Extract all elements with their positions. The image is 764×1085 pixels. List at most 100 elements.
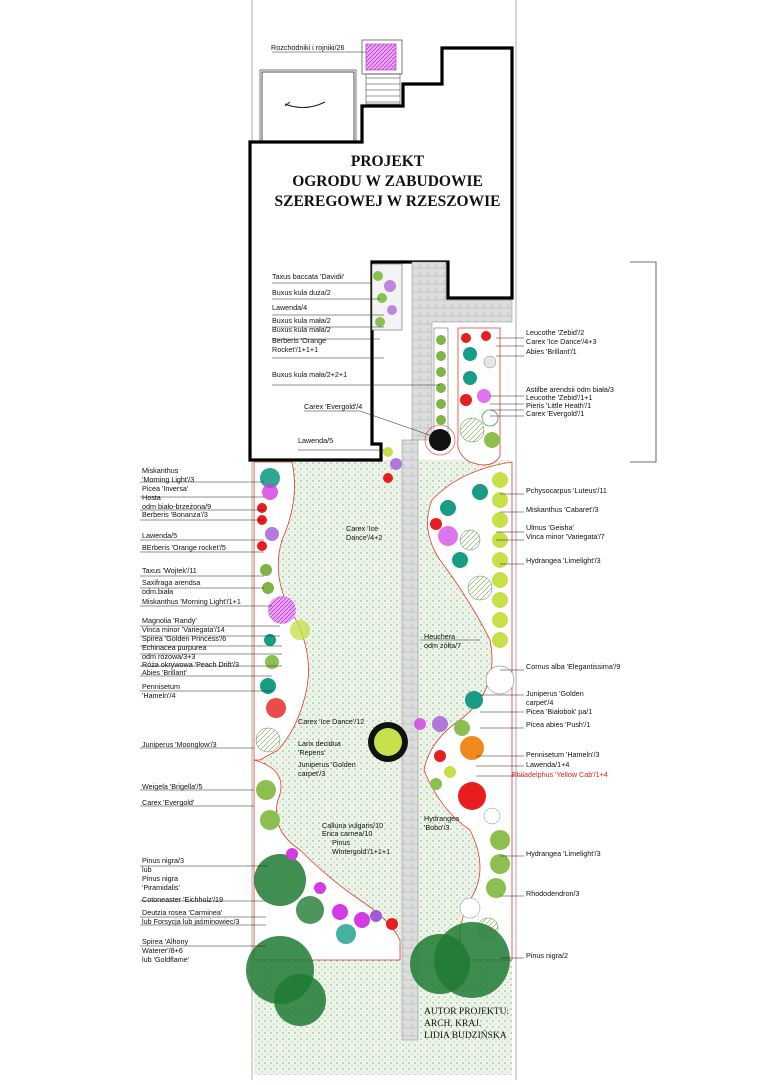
- larix-circle: [368, 718, 426, 762]
- label-ulmus: Ulmus 'Geisha': [526, 523, 574, 532]
- label-saxifraga-b: odm.biała: [142, 587, 174, 596]
- label-echinacea-b: odm różowa/3+3: [142, 652, 196, 661]
- label-berberis-or-5: BErberis 'Orange rocket'/5: [142, 543, 226, 552]
- label-pennisetum-r: Pennisetum 'Hameln'/3: [526, 750, 600, 759]
- label-heuchera-a: Heuchera: [424, 632, 456, 641]
- label-pinus-wg-b: Wintergold'/1+1+1: [332, 847, 391, 856]
- label-berberis-orange-a: Berberis 'Orange: [272, 336, 327, 345]
- label-spirea-alh-c: lub 'Goldflame': [142, 955, 190, 964]
- label-carex-ice-42-b: Dance'/4+2: [346, 533, 383, 542]
- title-line-2: OGRODU W ZABUDOWIE: [292, 173, 483, 190]
- label-cotoneaster: Cotoneaster 'Eichholz'/19: [142, 895, 224, 904]
- label-pinus-nigra-b: Pinus nigra: [142, 874, 178, 883]
- label-berberis-bonanza: Berberis 'Bonanza'/3: [142, 510, 208, 519]
- label-buxus-mala-221: Buxus kula mała/2+2+1: [272, 370, 348, 379]
- leader-lines: [140, 51, 524, 959]
- label-juniperus-moonglow: Juniperus 'Moonglow'/3: [142, 740, 217, 749]
- label-buxus-mala-b: Buxus kula mała/2: [272, 325, 331, 334]
- label-picea-bialobok: Picea 'Białobok' pa/1: [526, 707, 593, 716]
- label-spirea-gp: Spirea 'Golden Princess'/6: [142, 634, 227, 643]
- label-pennisetum-l-a: Pennisetum: [142, 682, 180, 691]
- project-title: PROJEKT OGRODU W ZABUDOWIE SZEREGOWEJ W …: [255, 152, 520, 212]
- label-abies-brillant-l: Abies 'Brillant': [142, 668, 187, 677]
- label-picea-push: Picea abies 'Push'/1: [526, 720, 591, 729]
- label-lawenda-14: Lawenda/1+4: [526, 760, 570, 769]
- label-rhododendron: Rhododendron/3: [526, 889, 580, 898]
- label-vinca-14: Vinca minor 'Variegata'/14: [142, 625, 225, 634]
- terrace-edge-bed: [433, 327, 449, 439]
- label-carex-ice-12: Carex 'Ice Dance'/12: [298, 717, 365, 726]
- label-miskanthus-ml-a: Miskanthus: [142, 466, 179, 475]
- author-block: AUTOR PROJEKTU: ARCH. KRAJ. LIDIA BUDZIŃ…: [424, 1006, 514, 1042]
- label-hydrangea-bobo-a: Hydrangea: [424, 814, 460, 823]
- label-magnolia: Magnolia 'Randy': [142, 616, 197, 625]
- author-line-1: AUTOR PROJEKTU:: [424, 1007, 510, 1017]
- title-line-3: SZEREGOWEJ W RZESZOWIE: [274, 193, 501, 210]
- label-leucothe-zebid-2: Leucothe 'Zebid'/2: [526, 328, 585, 337]
- label-abies-brillant-1: Abies 'Brillant'/1: [526, 347, 577, 356]
- label-pennisetum-l-b: 'Hameln'/4: [142, 691, 176, 700]
- label-heuchera-b: odm żółta/7: [424, 641, 462, 650]
- label-hosta-b: odm biało-brzeżona/9: [142, 502, 212, 511]
- label-pinus-nigra-3: Pinus nigra/3: [142, 856, 184, 865]
- author-line-3: LIDIA BUDZIŃSKA: [424, 1031, 507, 1041]
- label-hosta-a: Hosta: [142, 493, 161, 502]
- label-physocarpus: Pchysocarpus 'Luteus'/11: [526, 486, 607, 495]
- author-line-2: ARCH. KRAJ.: [424, 1019, 482, 1029]
- label-taxus-wojtek: Taxus 'Wojtek'/11: [142, 566, 197, 575]
- label-lawenda-5a: Lawenda/5: [298, 436, 334, 445]
- label-carex-evergold-l: Carex 'Evergold': [142, 798, 195, 807]
- label-piramidalis: 'Piramidalis': [142, 883, 180, 892]
- path-corner-plants: [383, 424, 456, 483]
- label-leucothe-zebid-11: Leucothe 'Zebid'/1+1: [526, 393, 593, 402]
- terrace-paving: [411, 261, 513, 441]
- label-lub: lub: [142, 865, 152, 874]
- label-juniperus-gc-c-a: Juniperus 'Golden: [298, 760, 356, 769]
- label-miskanthus-ml-11: Miskanthus 'Morning Light'/1+1: [142, 597, 241, 606]
- label-juniperus-gc-c-b: carpet'/3: [298, 769, 326, 778]
- right-main-bed-plants: [430, 472, 515, 939]
- right-upper-bed-plants: [459, 331, 500, 448]
- pinus-nigra-groups: [246, 922, 510, 1026]
- label-carex-evergold-1: Carex 'Evergold'/1: [526, 409, 585, 418]
- label-roza: Róża okrywowa 'Peach Drift'/3: [142, 660, 240, 669]
- left-bed-plants: [255, 468, 310, 753]
- label-cornus: Cornus alba 'Elegantissima'/9: [526, 662, 621, 671]
- label-rozchodniki: Rozchodniki i rojniki/26: [271, 43, 345, 52]
- label-pinus-nigra-2: Pinus nigra/2: [526, 951, 568, 960]
- label-taxus-davidii: Taxus baccata 'Davidii': [272, 272, 345, 281]
- label-philadelphus: Philadelphus 'Yellow Cab'/1+4: [512, 770, 608, 779]
- label-lawenda-5b: Lawenda/5: [142, 531, 178, 540]
- building-outline: [248, 46, 514, 462]
- label-lawenda-4: Lawenda/4: [272, 303, 308, 312]
- label-hydrangea-bobo-b: 'Bobo'/3: [424, 823, 450, 832]
- label-echinacea-a: Echinacea purpurea: [142, 643, 207, 652]
- label-forsycja: lub Forsycja lub jaśminowiec/3: [142, 917, 240, 926]
- label-miskanthus-cabaret: Miskanthus 'Cabaret'/3: [526, 505, 599, 514]
- label-picea-inversa: Picea 'Inversa': [142, 484, 189, 493]
- label-carex-ice-42-a: Carex 'Ice: [346, 524, 379, 533]
- label-pieris: Pieris 'Little Heath'/1: [526, 401, 592, 410]
- label-pinus-wg-a: Pinus: [332, 838, 350, 847]
- label-calluna: Calluna vulgaris/10: [322, 821, 384, 830]
- label-buxus-duza: Buxus kula duża/2: [272, 288, 331, 297]
- label-juniperus-gc-r-a: Juniperus 'Golden: [526, 689, 584, 698]
- label-larix-a: Larix decidua: [298, 739, 341, 748]
- label-larix-b: 'Repens': [298, 748, 326, 757]
- lower-left-bed-plants: [254, 780, 398, 944]
- entrance-area: [259, 39, 403, 147]
- label-carex-evergold-4: Carex 'Evergold'/4: [304, 402, 363, 411]
- label-astilbe: Astilbe arendsii odm biała/3: [526, 385, 614, 394]
- label-hydrangea-ll-3a: Hydrangea 'Limelight'/3: [526, 556, 601, 565]
- label-buxus-mala-a: Buxus kula mała/2: [272, 316, 331, 325]
- label-saxifraga-a: Saxifraga arendsa: [142, 578, 201, 587]
- label-spirea-alh-a: Spirea 'Alhony: [142, 937, 189, 946]
- label-weigela: Weigela 'Brigella'/5: [142, 782, 203, 791]
- label-erica: Erica carnea/10: [322, 829, 373, 838]
- label-juniperus-gc-r-b: carpet'/4: [526, 698, 554, 707]
- title-line-1: PROJEKT: [350, 153, 425, 170]
- reference-bracket: [630, 261, 657, 463]
- label-deutzia: Deutzia rosea 'Carminea': [142, 908, 223, 917]
